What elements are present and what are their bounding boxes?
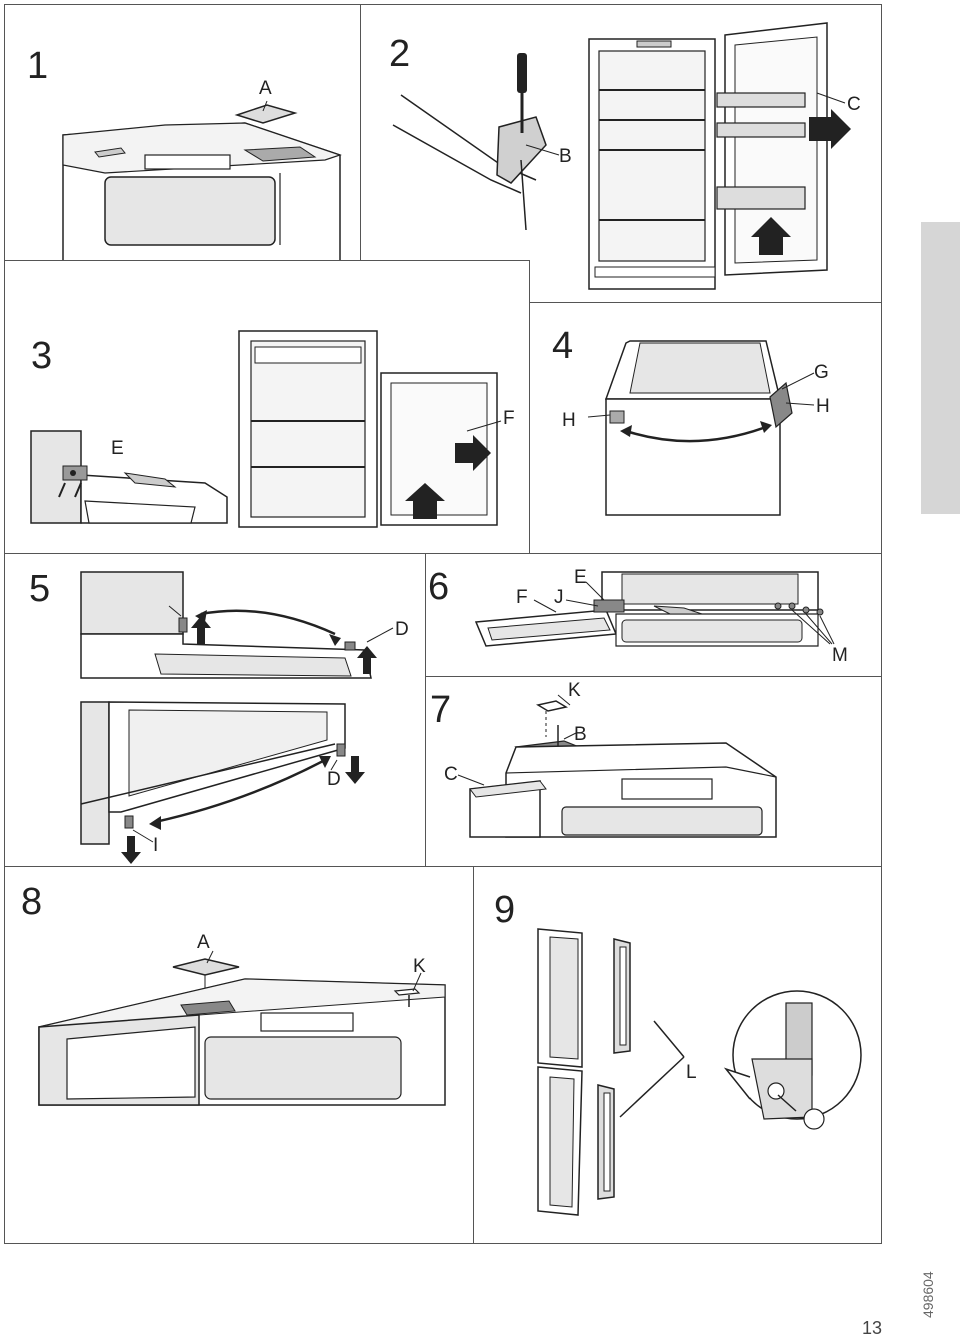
callout-label: K	[413, 956, 426, 977]
callout-label: B	[559, 146, 572, 167]
side-tab	[921, 222, 960, 514]
step-number: 9	[494, 889, 516, 931]
page-number: 13	[862, 1318, 883, 1338]
callout-label: E	[574, 567, 587, 588]
document-id: 498604	[920, 1271, 936, 1318]
illustration-swap-hinge-pins	[80, 571, 394, 864]
step-number: 6	[428, 566, 450, 608]
illustration-move-hinge-other-side	[474, 571, 835, 647]
callout-label: C	[444, 764, 458, 785]
callout-label: H	[562, 410, 576, 431]
step-number: 8	[21, 881, 43, 923]
illustration-move-hinge-pins	[587, 340, 815, 516]
panel-step-5: 5 I D D I	[4, 553, 426, 867]
panel-step-7: 7 K B C	[425, 676, 882, 867]
callout-label: A	[259, 78, 272, 99]
step-number: 1	[27, 45, 49, 87]
panel-step-9: 9 L	[473, 866, 882, 1244]
callout-label: F	[503, 408, 515, 429]
callout-label: D	[395, 619, 409, 640]
illustration-remove-door-screws	[392, 22, 851, 290]
panel-step-1: 1 A	[4, 4, 361, 261]
panel-step-3: 3 E F	[4, 260, 530, 554]
callout-label: G	[814, 362, 829, 383]
callout-label: A	[197, 932, 210, 953]
panel-step-2: 2 B C	[360, 4, 882, 303]
panel-step-6: 6 E F J M	[425, 553, 882, 677]
panel-step-8: 8 A K	[4, 866, 474, 1244]
step-number: 5	[29, 568, 51, 610]
callout-label: J	[554, 587, 564, 608]
illustration-fit-hinge-top	[457, 694, 777, 838]
step-number: 3	[31, 335, 53, 377]
illustration-fit-cover-and-cap	[38, 950, 446, 1106]
callout-label: E	[111, 438, 124, 459]
step-number: 4	[552, 325, 574, 367]
panel-step-4: 4 G H H	[529, 302, 882, 554]
illustration-move-handles	[537, 928, 862, 1216]
callout-label: I	[153, 835, 159, 856]
illustration-remove-door	[30, 330, 502, 528]
step-number: 2	[389, 33, 411, 75]
callout-label: L	[686, 1062, 697, 1083]
callout-label: M	[832, 645, 848, 666]
step-number: 7	[430, 689, 452, 731]
callout-label: K	[568, 680, 581, 701]
illustration-fridge-top-hinge-cover	[62, 100, 342, 260]
callout-label: C	[847, 94, 861, 115]
callout-label: H	[816, 396, 830, 417]
callout-label: D	[327, 769, 341, 790]
callout-label: F	[516, 587, 528, 608]
callout-label: B	[574, 724, 587, 745]
